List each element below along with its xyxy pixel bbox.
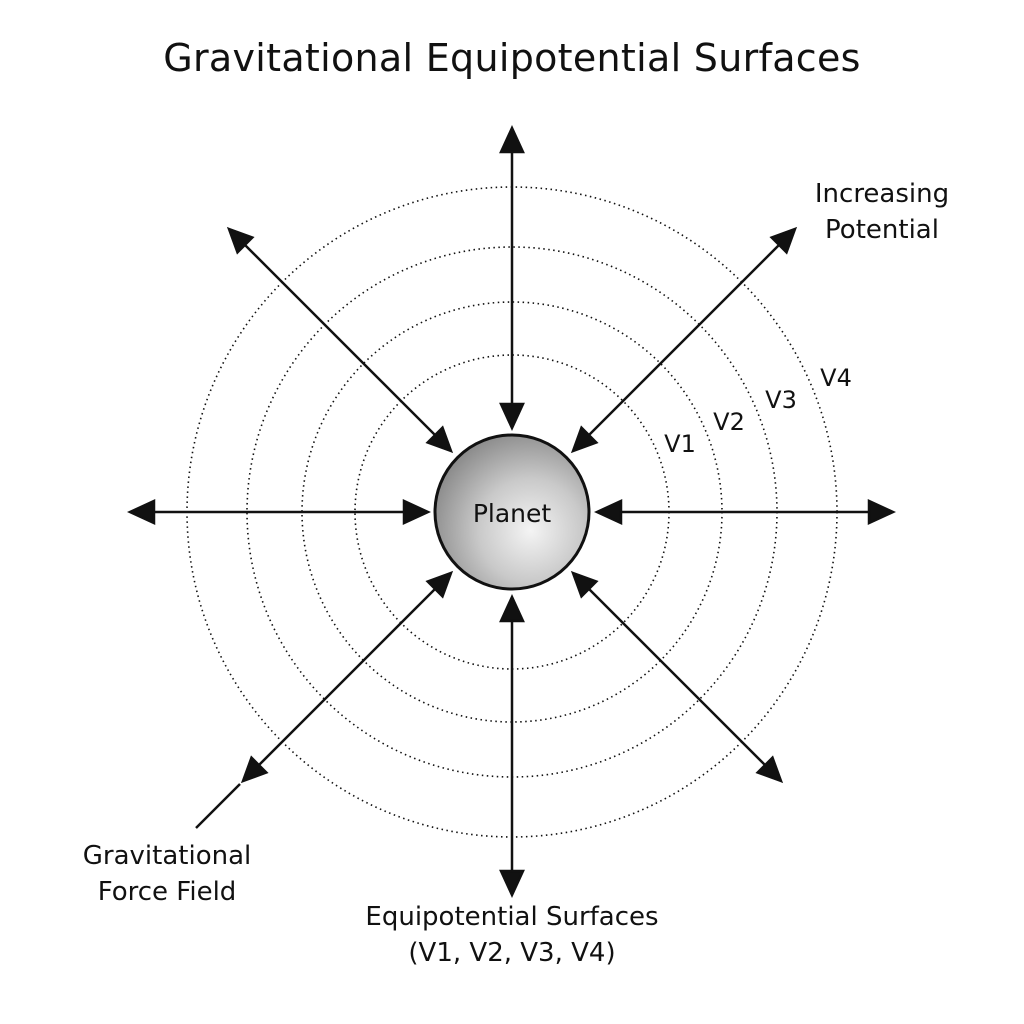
arrow-right	[593, 499, 897, 525]
arrow-left	[126, 499, 432, 525]
arrow-lower-right	[570, 570, 784, 784]
force-field-arrows	[126, 124, 897, 899]
arrow-bottom	[499, 593, 525, 899]
force-field-label-line-2: Force Field	[98, 877, 237, 907]
arrow-upper-left	[226, 226, 454, 454]
equipotential-label-line-2: (V1, V2, V3, V4)	[408, 938, 615, 968]
surface-label-v3: V3	[765, 386, 797, 414]
equipotential-label-line-1: Equipotential Surfaces	[365, 902, 658, 932]
arrow-top	[499, 124, 525, 432]
surface-label-v2: V2	[713, 408, 745, 436]
planet-label: Planet	[473, 499, 552, 528]
arrow-upper-right	[570, 226, 798, 454]
increasing-potential-line-1: Increasing	[815, 179, 949, 209]
force-field-label-line-1: Gravitational	[83, 841, 251, 871]
arrow-lower-left	[240, 570, 454, 784]
surface-label-v4: V4	[820, 364, 852, 392]
increasing-potential-line-2: Potential	[825, 215, 939, 245]
surface-label-v1: V1	[664, 430, 696, 458]
planet-sphere	[433, 433, 591, 591]
diagram-title: Gravitational Equipotential Surfaces	[163, 36, 861, 80]
force-field-leader-line	[195, 783, 241, 829]
